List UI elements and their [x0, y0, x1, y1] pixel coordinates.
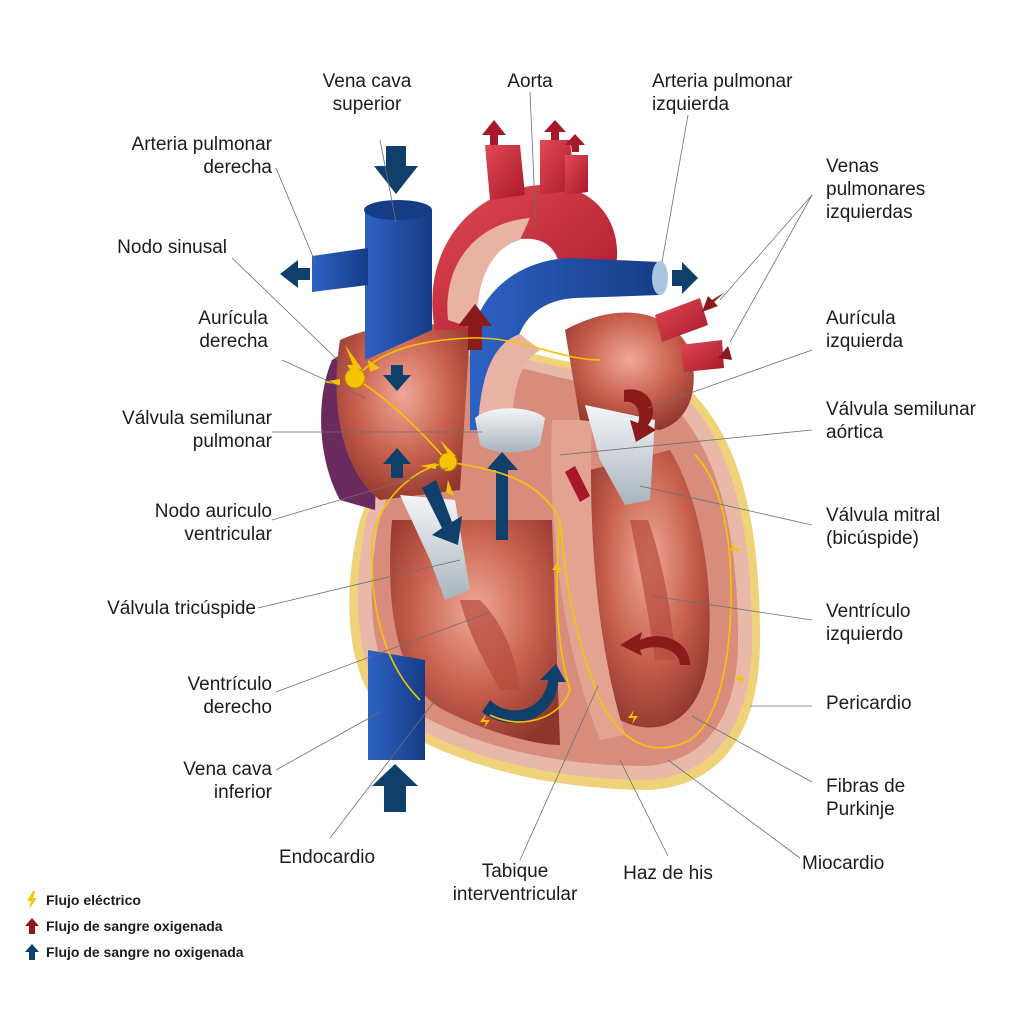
aorta-branch-3	[565, 155, 588, 195]
legend-deoxygenated: Flujo de sangre no oxigenada	[24, 941, 244, 963]
label-venas-pulmonares-izquierdas: Venas pulmonares izquierdas	[826, 156, 926, 223]
flow-arrow-ra	[383, 365, 411, 391]
label-arteria-pulmonar-derecha: Arteria pulmonar derecha	[131, 134, 272, 178]
bolt-1	[552, 562, 562, 576]
bolt-4	[628, 710, 638, 724]
pulmonary-trunk	[470, 258, 660, 430]
label-valvula-tricuspide: Válvula tricúspide	[107, 598, 256, 619]
pulmonary-semilunar-valve	[475, 408, 545, 453]
label-fibras-purkinje: Fibras de Purkinje	[826, 776, 906, 820]
aorta-arch	[432, 184, 618, 330]
legend-electric: Flujo eléctrico	[24, 889, 141, 911]
label-pericardio: Pericardio	[826, 693, 912, 714]
flow-arrow-ra-up	[383, 448, 411, 478]
label-nodo-auriculo-ventricular: Nodo auriculo ventricular	[154, 501, 272, 545]
label-ventriculo-derecho: Ventrículo derecho	[187, 674, 273, 718]
arrow-out-lpa	[672, 262, 698, 294]
arrow-in-svc	[374, 146, 418, 194]
label-valvula-semilunar-pulmonar: Válvula semilunar pulmonar	[122, 408, 272, 452]
tricuspid-valve	[400, 495, 470, 600]
legend-oxygenated-text: Flujo de sangre oxigenada	[46, 918, 223, 934]
aorta-branch-1	[485, 145, 525, 200]
flow-arrow-la	[624, 389, 656, 442]
label-tabique-interventricular: Tabique interventricular	[452, 861, 578, 905]
left-pulmonary-vein-lower	[680, 340, 724, 372]
superior-vena-cava	[365, 210, 432, 360]
label-nodo-sinusal: Nodo sinusal	[117, 237, 227, 258]
legend-oxygenated: Flujo de sangre oxigenada	[24, 915, 223, 937]
septum	[551, 420, 625, 740]
bolt-2	[730, 542, 740, 556]
left-pulmonary-vein-upper	[655, 298, 708, 342]
flow-arrow-ao-diag	[565, 466, 590, 502]
av-node	[420, 440, 458, 496]
arrow-in-pv-1	[702, 292, 725, 312]
arrow-up-blue-icon	[25, 944, 39, 960]
label-endocardio: Endocardio	[278, 847, 376, 868]
arrow-out-aorta-2	[544, 120, 566, 140]
arrow-out-aorta-3	[565, 134, 585, 152]
label-ventriculo-izquierdo: Ventrículo izquierdo	[826, 601, 911, 645]
bolt-5	[480, 714, 490, 728]
legend-deoxygenated-text: Flujo de sangre no oxigenada	[46, 944, 244, 960]
right-pulmonary-artery	[312, 248, 368, 292]
label-miocardio: Miocardio	[802, 853, 885, 874]
label-haz-de-his: Haz de his	[623, 863, 713, 884]
label-vena-cava-superior: Vena cava superior	[322, 71, 412, 115]
flow-arrow-lv-curve	[620, 632, 690, 665]
arrow-in-pv-2	[718, 346, 745, 360]
arrow-up-red-icon	[25, 918, 39, 934]
flow-arrow-ao-up	[458, 304, 492, 350]
label-auricula-derecha: Aurícula derecha	[198, 308, 268, 352]
flow-arrow-rv-curve	[482, 664, 566, 723]
flow-arrow-pulm-up	[486, 452, 518, 540]
left-atrium-chamber	[565, 312, 694, 430]
label-valvula-mitral: Válvula mitral (bicúspide)	[826, 505, 941, 549]
bolt-3	[735, 672, 745, 686]
legend-electric-text: Flujo eléctrico	[46, 892, 141, 908]
label-arteria-pulmonar-izquierda: Arteria pulmonar izquierda	[652, 71, 793, 115]
label-auricula-izquierda: Aurícula izquierda	[826, 308, 904, 352]
label-valvula-semilunar-aortica: Válvula semilunar aórtica	[826, 399, 976, 443]
leader-lines	[231, 91, 813, 861]
label-vena-cava-inferior: Vena cava inferior	[183, 759, 272, 803]
flow-arrow-rv-diag	[422, 480, 462, 545]
inferior-vena-cava	[368, 650, 425, 760]
arrow-out-aorta-1	[482, 120, 506, 145]
lightning-icon	[27, 891, 37, 909]
arrow-in-ivc	[372, 764, 418, 812]
label-aorta: Aorta	[507, 71, 553, 92]
arrow-out-rpa	[280, 260, 310, 288]
